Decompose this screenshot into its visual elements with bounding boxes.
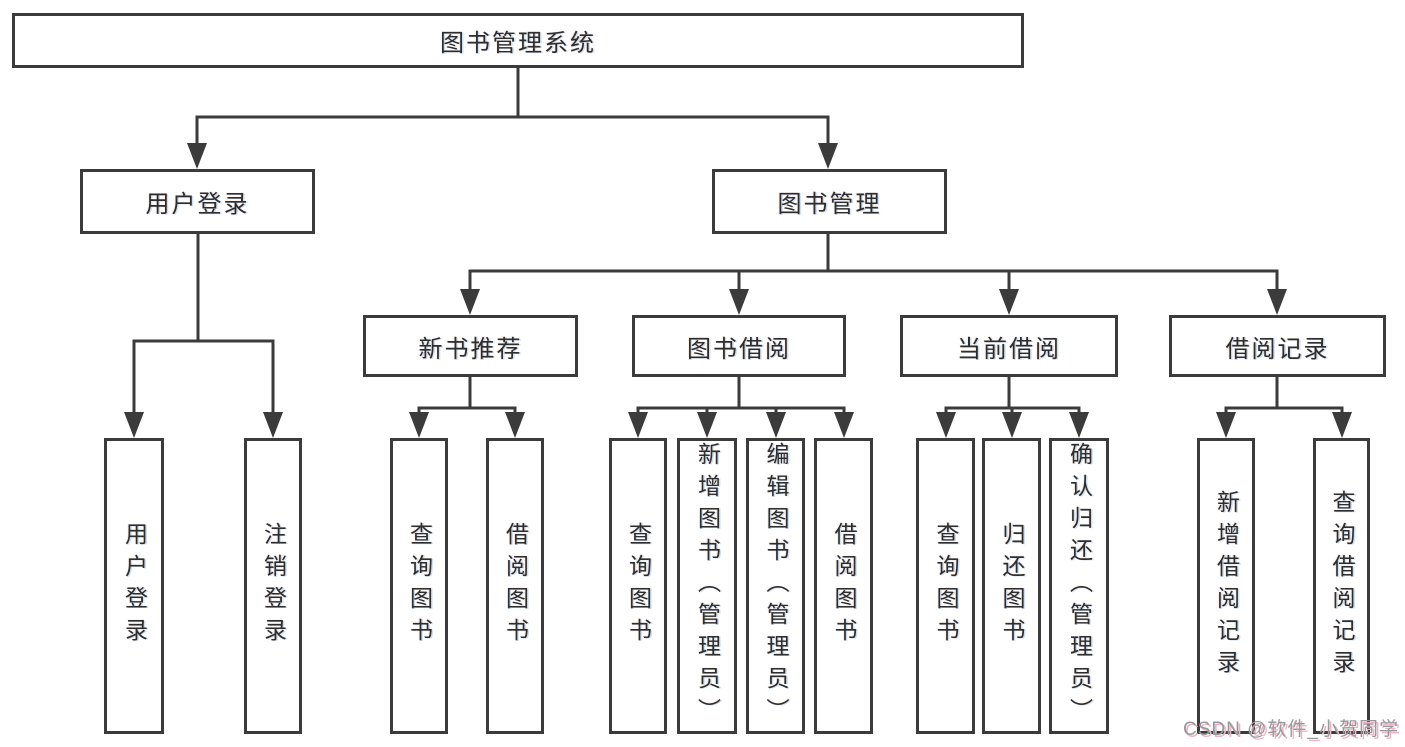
leaf-confirm-return-admin: 确认归还（管理员） [1049,438,1109,734]
arrow-down-icon [818,143,838,169]
arrow-down-icon [1267,289,1287,315]
arrow-down-icon [505,412,525,438]
node-library-management-system: 图书管理系统 [12,13,1024,68]
arrow-down-icon [460,289,480,315]
csdn-watermark: CSDN @软件_小贺同学 [1183,719,1399,740]
arrow-down-icon [766,412,786,438]
arrow-down-icon [999,289,1019,315]
arrow-down-icon [409,412,429,438]
arrow-down-icon [628,412,648,438]
leaf-logout: 注销登录 [244,438,302,734]
arrow-down-icon [729,289,749,315]
arrow-down-icon [1332,412,1352,438]
leaf-return-books: 归还图书 [982,438,1041,734]
arrow-down-icon [1002,412,1022,438]
connector-new-book-recommendation-children [417,375,517,418]
connector-user-login-children [132,232,275,418]
arrow-down-icon [834,412,854,438]
connector-borrowing-records-children [1224,375,1344,418]
arrow-down-icon [936,412,956,438]
node-new-book-recommendation: 新书推荐 [363,315,578,377]
connector-book-borrowing-children [636,375,846,418]
leaf-edit-books-admin: 编辑图书（管理员） [746,438,805,734]
node-borrowing-records: 借阅记录 [1169,315,1386,377]
leaf-query-books-borrowing: 查询图书 [609,438,667,734]
arrow-down-icon [187,143,207,169]
node-current-borrowing: 当前借阅 [900,315,1118,377]
connector-current-borrowing-children [944,375,1081,418]
leaf-borrow-books-recommend: 借阅图书 [486,438,544,734]
arrow-down-icon [697,412,717,438]
leaf-user-login: 用户登录 [104,438,164,734]
node-user-login: 用户登录 [80,169,315,234]
node-book-management: 图书管理 [712,169,947,234]
leaf-query-books-recommend: 查询图书 [390,438,448,734]
leaf-add-borrow-record: 新增借阅记录 [1197,438,1255,734]
arrow-down-icon [1216,412,1236,438]
arrow-down-icon [1069,412,1089,438]
connector-book-management-children [468,232,1279,294]
arrow-down-icon [124,412,144,438]
leaf-add-books-admin: 新增图书（管理员） [677,438,737,734]
arrow-down-icon [263,412,283,438]
leaf-query-borrow-record: 查询借阅记录 [1313,438,1370,734]
leaf-borrow-books: 借阅图书 [814,438,873,734]
node-book-borrowing: 图书借阅 [632,315,846,377]
connector-root-to-level2 [195,66,830,148]
leaf-query-books-current: 查询图书 [916,438,975,734]
